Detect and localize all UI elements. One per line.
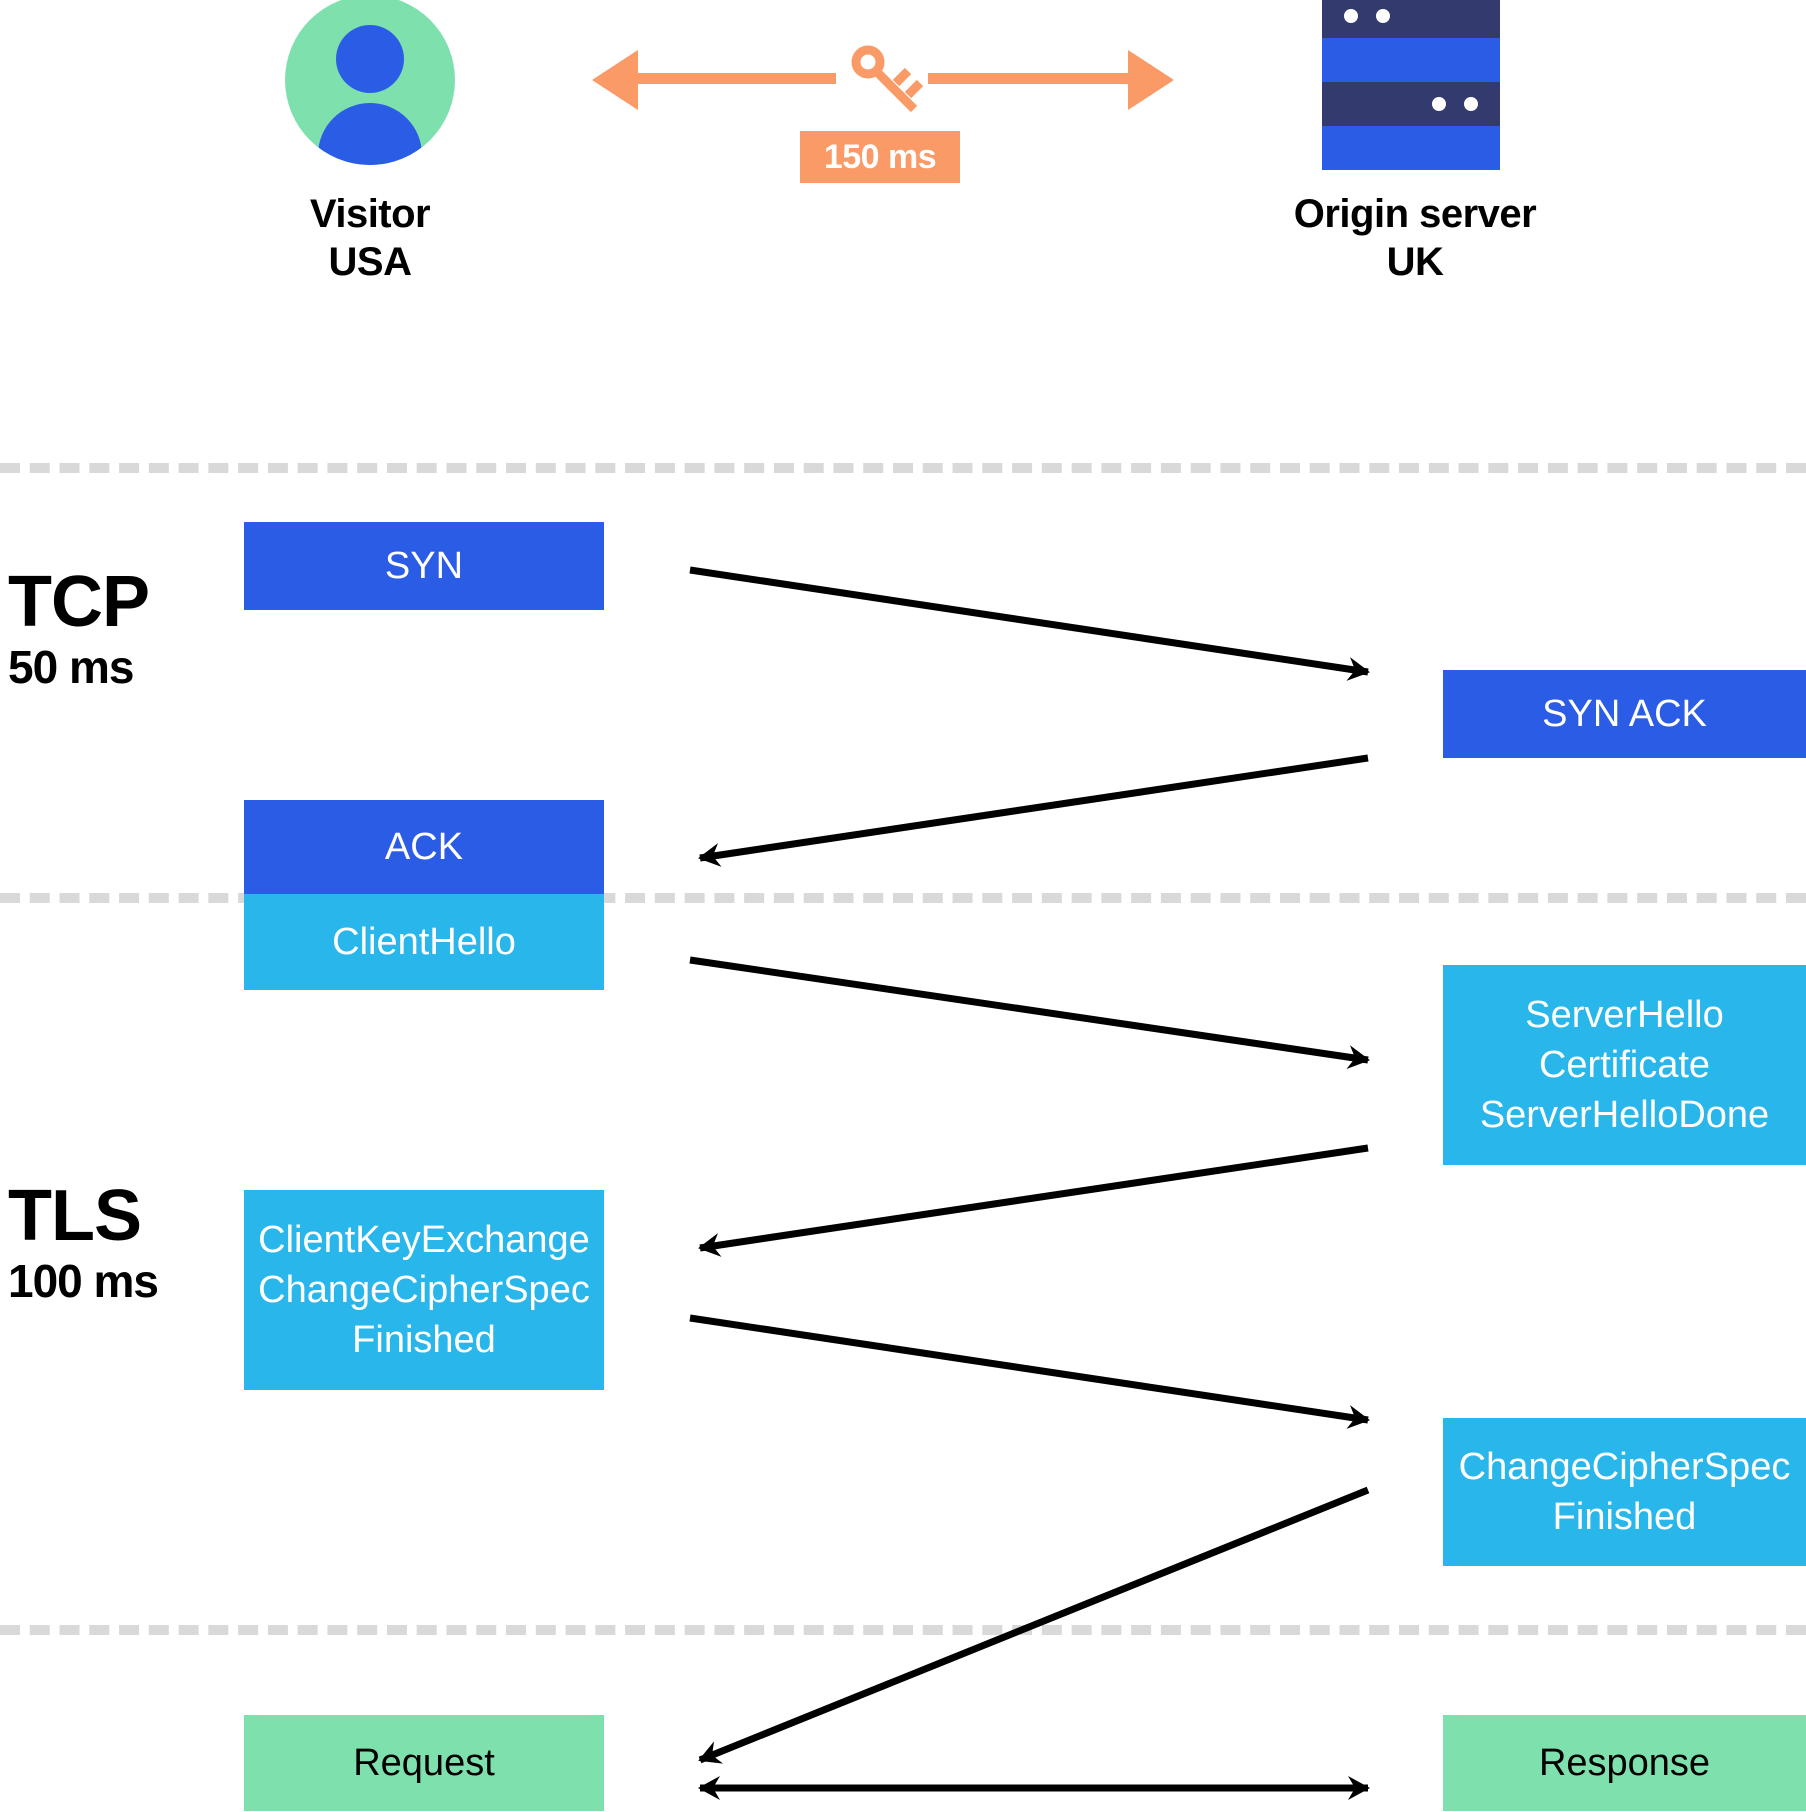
tls-protocol-name: TLS — [8, 1176, 142, 1256]
server-led-2 — [1376, 9, 1390, 23]
server-rack-icon — [1322, 0, 1500, 170]
server-led-4 — [1464, 97, 1478, 111]
server-bar-4 — [1322, 126, 1500, 170]
message-box-response: Response — [1443, 1715, 1806, 1811]
arrow-client-hello — [689, 956, 1370, 1069]
server-bar-2 — [1322, 38, 1500, 82]
key-icon — [851, 45, 924, 113]
message-box-ack: ACK — [244, 800, 604, 894]
message-box-server-hello: ServerHello Certificate ServerHelloDone — [1443, 965, 1806, 1165]
user-avatar-icon — [285, 0, 455, 165]
tcp-protocol-name: TCP — [8, 562, 150, 642]
message-box-syn: SYN — [244, 522, 604, 610]
avatar-head-shape — [336, 25, 404, 93]
visitor-name: Visitor — [309, 192, 431, 236]
rtt-arrow-head-left — [592, 50, 638, 110]
visitor-label: Visitor USA — [230, 190, 510, 286]
message-box-request: Request — [244, 1715, 604, 1811]
visitor-location: USA — [328, 240, 412, 284]
tls-latency-value: 100 ms — [8, 1255, 159, 1307]
origin-server-label: Origin server UK — [1250, 190, 1580, 286]
arrow-server-hello — [698, 1144, 1369, 1257]
message-box-change-cipher-spec: ChangeCipherSpec Finished — [1443, 1418, 1806, 1566]
divider-tcp-tls — [0, 893, 1806, 903]
server-led-1 — [1344, 9, 1358, 23]
arrow-syn-ack — [698, 754, 1369, 867]
origin-server-name: Origin server — [1293, 192, 1537, 236]
message-box-client-hello: ClientHello — [244, 894, 604, 990]
divider-tcp-top — [0, 463, 1806, 473]
server-led-3 — [1432, 97, 1446, 111]
server-bar-1 — [1322, 0, 1500, 38]
divider-tls-http — [0, 1625, 1806, 1635]
message-box-client-key-exchange: ClientKeyExchange ChangeCipherSpec Finis… — [244, 1190, 604, 1390]
rtt-latency-badge: 150 ms — [800, 131, 960, 183]
arrow-client-key-exchange — [689, 1314, 1370, 1429]
arrow-syn — [689, 566, 1370, 681]
rtt-arrow-head-right — [1128, 50, 1174, 110]
message-box-syn-ack: SYN ACK — [1443, 670, 1806, 758]
tcp-latency-value: 50 ms — [8, 641, 134, 693]
section-label-tcp: TCP 50 ms — [8, 562, 150, 696]
server-bar-3 — [1322, 82, 1500, 126]
origin-server-location: UK — [1386, 240, 1444, 284]
arrow-change-cipher-spec — [698, 1486, 1370, 1764]
section-label-tls: TLS 100 ms — [8, 1176, 159, 1310]
